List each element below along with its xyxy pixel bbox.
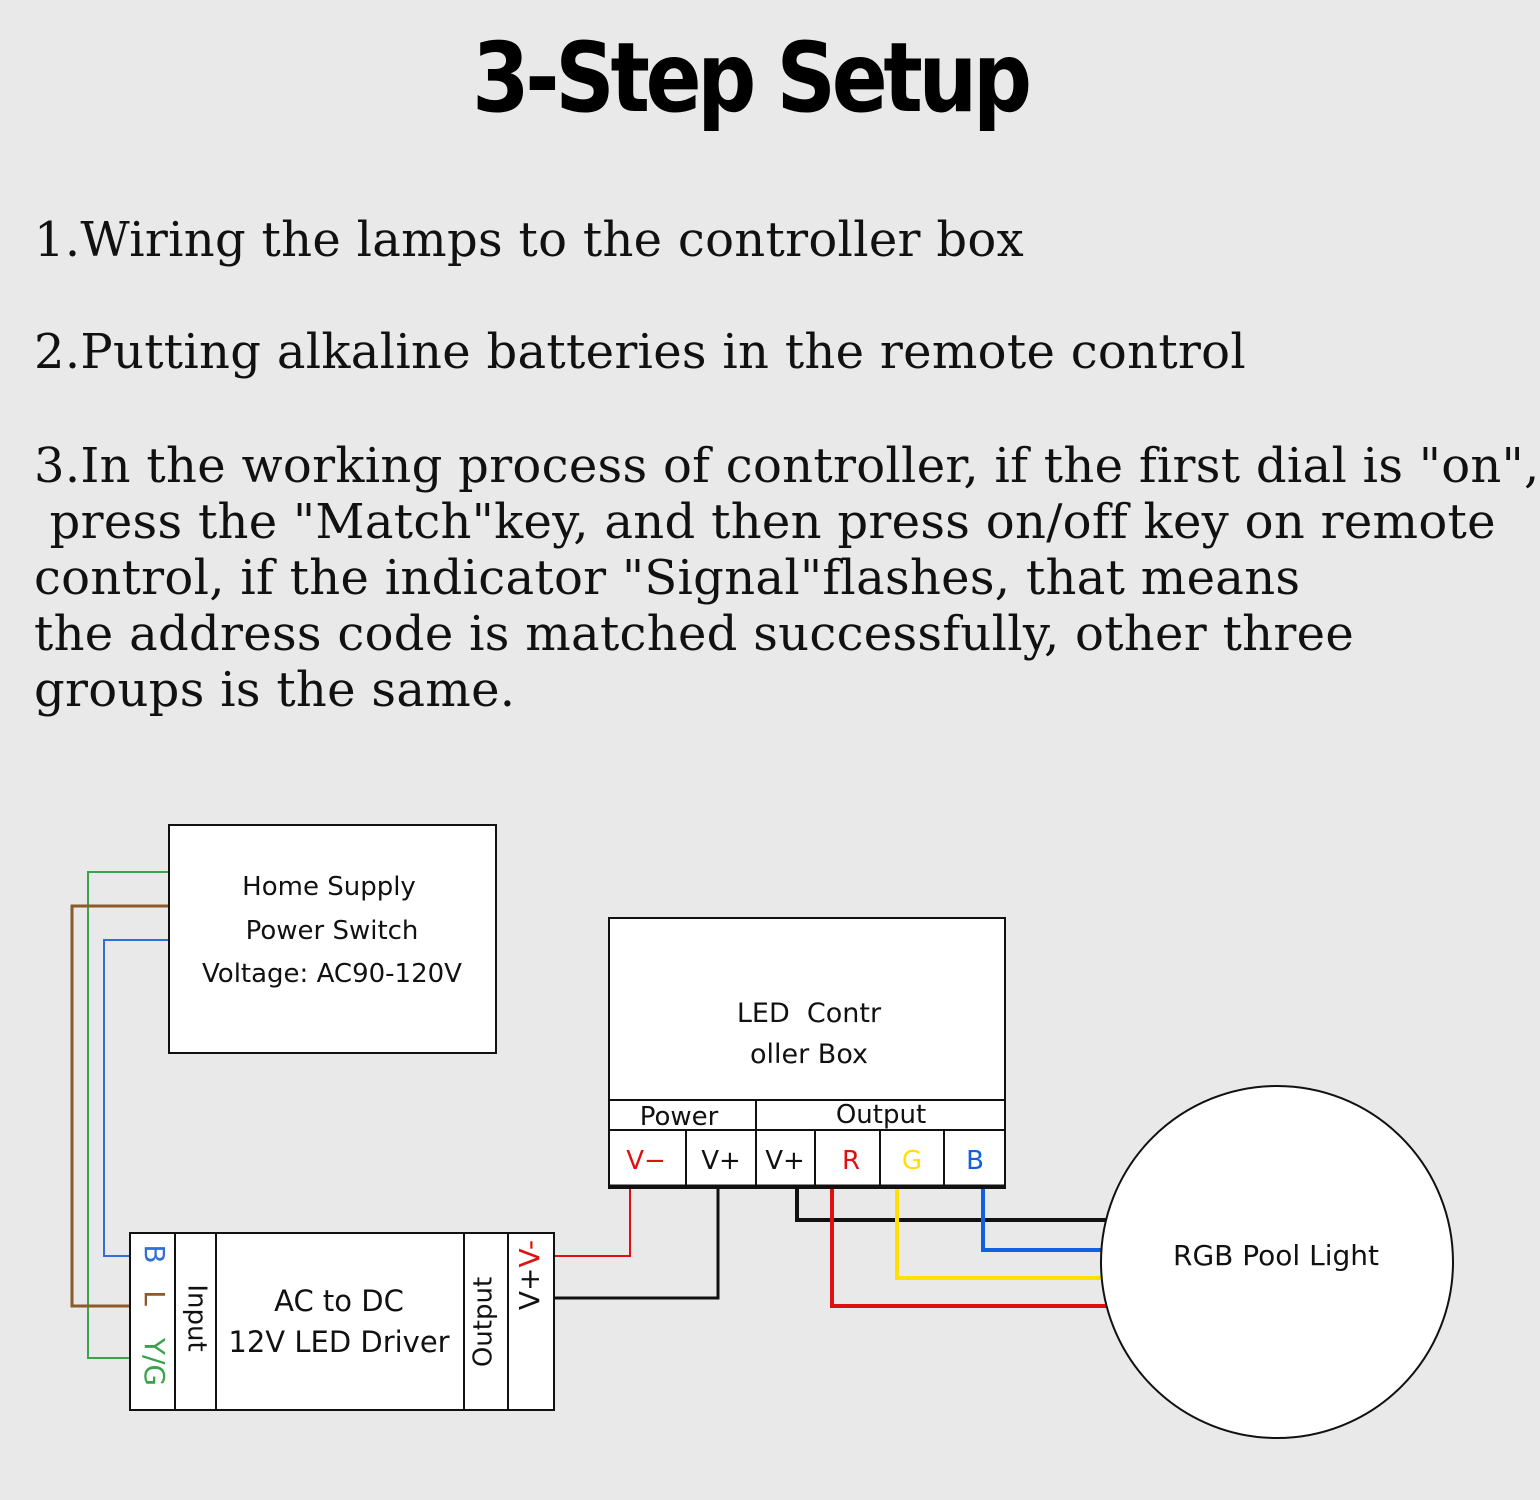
controller-output-label: Output [836, 1100, 926, 1130]
black-power-wire [555, 1188, 720, 1300]
controller-power-label: Power [640, 1102, 719, 1132]
driver-output-label: Output [469, 1277, 499, 1367]
blue-channel-wire [981, 1186, 1110, 1252]
home-supply-line-1: Home Supply [242, 872, 416, 902]
controller-box [608, 917, 1006, 1189]
yellow-channel-wire [895, 1186, 1110, 1280]
red-channel-wire [830, 1186, 1110, 1308]
driver-output-terminals: V+V- [513, 1240, 546, 1310]
step-3-line-5: groups is the same. [34, 662, 516, 718]
terminal-r: R [842, 1146, 860, 1176]
green-wire [87, 871, 168, 1359]
pool-light-circle [1100, 1085, 1454, 1439]
driver-line-1: AC to DC [274, 1284, 404, 1318]
page-title: 3-Step Setup [472, 22, 1032, 134]
home-supply-line-3: Voltage: AC90-120V [202, 959, 462, 989]
home-supply-box [168, 824, 497, 1054]
home-supply-line-2: Power Switch [246, 916, 419, 946]
terminal-v-plus-output: V+ [765, 1146, 805, 1176]
step-3-line-3: control, if the indicator "Signal"flashe… [34, 550, 1301, 606]
black-common-wire [795, 1186, 1110, 1222]
terminal-g: G [902, 1146, 922, 1176]
controller-line-1: LED Contr [737, 998, 882, 1029]
step-1: 1.Wiring the lamps to the controller box [34, 212, 1024, 268]
driver-output-terminals-text: V+V- [513, 1240, 546, 1310]
step-3-line-2: press the "Match"key, and then press on/… [34, 494, 1496, 550]
driver-input-terminal-l: L [138, 1290, 171, 1306]
driver-input-terminal-b: B [138, 1244, 171, 1263]
controller-line-2: oller Box [750, 1039, 868, 1070]
driver-box [129, 1232, 555, 1411]
blue-wire [103, 939, 168, 1257]
red-power-wire [555, 1188, 631, 1257]
driver-input-terminal-yg: Y/G [138, 1337, 171, 1386]
step-3-line-4: the address code is matched successfully… [34, 606, 1355, 662]
terminal-v-minus: V− [626, 1146, 666, 1176]
step-3: 3.In the working process of controller, … [34, 438, 1540, 718]
terminal-v-plus-power: V+ [701, 1146, 741, 1176]
wiring-diagram: Home Supply Power Switch Voltage: AC90-1… [70, 824, 1454, 1439]
step-3-line-1: 3.In the working process of controller, … [34, 438, 1540, 494]
driver-line-2: 12V LED Driver [228, 1325, 449, 1359]
brown-wire [70, 904, 168, 1308]
terminal-b: B [966, 1146, 984, 1176]
step-2: 2.Putting alkaline batteries in the remo… [34, 324, 1246, 380]
pool-light-label: RGB Pool Light [1173, 1239, 1379, 1272]
driver-input-label: Input [182, 1284, 212, 1351]
